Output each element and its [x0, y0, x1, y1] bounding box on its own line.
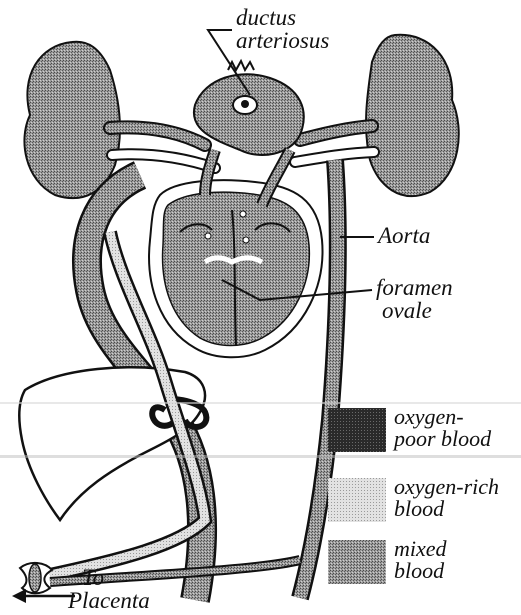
umbilical-cord-end — [20, 563, 52, 593]
ductus-arteriosus-label: ductus arteriosus — [236, 6, 329, 52]
legend-label-mixed: mixed blood — [394, 538, 447, 582]
legend-swatch-oxygen-poor — [328, 408, 386, 452]
legend-label-oxygen-poor: oxygen- poor blood — [394, 406, 491, 450]
legend-swatch-oxygen-rich — [328, 478, 386, 522]
foramen-ovale-label: foramen ovale — [376, 276, 453, 322]
legend-swatch-mixed — [328, 540, 386, 584]
left-lung — [24, 42, 120, 198]
aorta-label: Aorta — [378, 224, 430, 247]
legend-label-oxygen-rich: oxygen-rich blood — [394, 476, 499, 520]
right-lung — [366, 35, 459, 196]
to-placenta-label: To Placenta — [68, 566, 150, 612]
